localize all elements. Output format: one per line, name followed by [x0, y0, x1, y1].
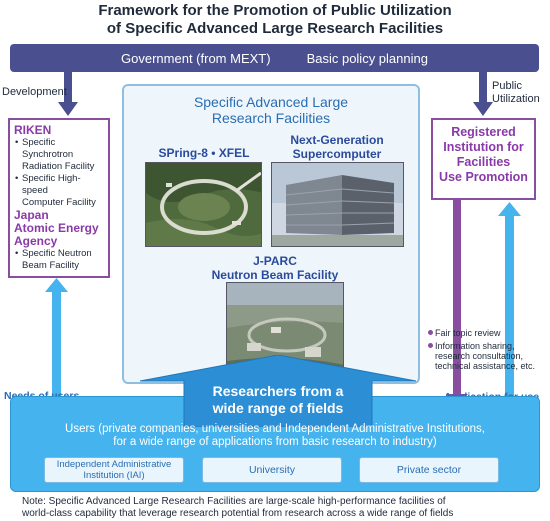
bullet-dot — [428, 330, 433, 335]
jparc-title: J-PARC Neutron Beam Facility — [211, 254, 339, 282]
footnote: Note: Specific Advanced Large Research F… — [22, 496, 454, 519]
service-note-item: Information sharing, research consultati… — [428, 341, 546, 371]
researchers-arrow — [140, 355, 416, 427]
basic-policy-label: Basic policy planning — [306, 50, 428, 66]
supercomputer-title: Next-Generation Supercomputer — [290, 133, 384, 161]
user-category-iai: Independent Administrative Institution (… — [44, 457, 184, 483]
user-category-university: University — [202, 457, 342, 483]
spring8-photo — [145, 162, 262, 247]
government-bar: Government (from MEXT) Basic policy plan… — [10, 44, 539, 72]
registered-institution-box: Registered Institution for Facilities Us… — [431, 118, 536, 200]
government-label: Government (from MEXT) — [121, 50, 271, 66]
user-category-private-sector: Private sector — [359, 457, 499, 483]
researchers-arrow-label: Researchers from a wide range of fields — [212, 383, 344, 416]
facility-item: Specific Neutron Beam Facility — [14, 248, 104, 272]
application-arrow-shaft — [505, 214, 514, 396]
needs-arrow-shaft — [52, 290, 61, 396]
public-utilization-label: Public Utilization — [492, 80, 540, 105]
supercomputer-photo — [271, 162, 404, 247]
service-arrow-shaft — [453, 200, 461, 396]
public-utilization-arrow-head — [473, 102, 493, 116]
service-note-item: Fair topic review — [428, 328, 546, 338]
users-description: Users (private companies, universities a… — [65, 423, 485, 448]
facility-item: Specific High-speed Computer Facility — [14, 173, 104, 209]
development-arrow-shaft — [64, 72, 72, 104]
riken-name: RIKEN — [14, 123, 52, 137]
application-arrow-head — [498, 202, 521, 216]
spring8-title: SPring-8 • XFEL — [158, 146, 250, 160]
development-arrow-head — [58, 102, 78, 116]
spring8-aerial-image — [146, 163, 261, 246]
jaea-name: Japan Atomic Energy Agency — [14, 208, 99, 248]
development-label: Development — [2, 86, 67, 98]
public-utilization-arrow-shaft — [479, 72, 487, 104]
page-title: Framework for the Promotion of Public Ut… — [98, 2, 452, 37]
facilities-panel-title: Specific Advanced Large Research Facilit… — [193, 94, 349, 126]
developer-organizations-box: RIKEN Specific Synchrotron Radiation Fac… — [8, 118, 110, 278]
service-notes: Fair topic review Information sharing, r… — [428, 328, 546, 371]
bullet-dot — [428, 343, 433, 348]
supercomputer-building-image — [272, 163, 403, 246]
facility-item: Specific Synchrotron Radiation Facility — [14, 137, 104, 173]
needs-arrow-head — [45, 278, 68, 292]
